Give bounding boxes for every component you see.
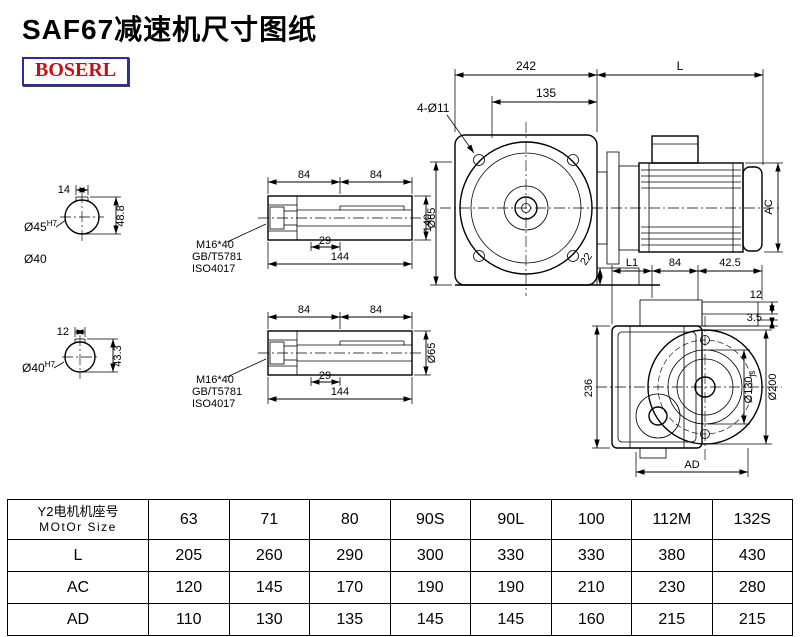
table-cell: 215: [631, 603, 713, 636]
motor-size-label-cn: Y2电机机座号: [37, 504, 119, 520]
table-cell: 160: [550, 603, 632, 636]
brand-logo: BOSERL: [22, 57, 130, 86]
table-cell: 145: [389, 603, 471, 636]
table-cell: 90L: [470, 499, 552, 540]
table-cell: 330: [550, 539, 632, 572]
table-cell: 280: [711, 571, 793, 604]
table-cell: 230: [631, 571, 713, 604]
dim-L: L: [677, 59, 684, 73]
fan-cover: [742, 166, 763, 252]
table-cell: 132S: [711, 499, 793, 540]
dim-seg2-1: 84: [370, 169, 382, 181]
motor-fins: [641, 169, 741, 246]
table-cell: 380: [631, 539, 713, 572]
page-title: SAF67减速机尺寸图纸: [22, 14, 318, 45]
thread-callout-1: M16*40: [196, 239, 234, 251]
standard2-callout-2: ISO4017: [192, 398, 235, 410]
table-row-AD: AD 110 130 135 145 145 160 215 215: [7, 603, 793, 636]
dimension-table: Y2电机机座号 MOtOr Size 63 71 80 90S 90L 100 …: [7, 499, 793, 636]
terminal-box: [651, 135, 699, 164]
table-cell: 135: [309, 603, 391, 636]
front-view-dimensions: 242 L 135 4-Ø11 140 22 AC: [417, 59, 783, 286]
side-view: L1 84 42.5 12 3.5 236 Ø130: [583, 257, 782, 477]
table-cell: 290: [309, 539, 391, 572]
dim-236: 236: [583, 379, 595, 397]
table-cell: 215: [711, 603, 793, 636]
dim-dia-2: Ø65: [426, 343, 438, 364]
dim-seg2-2: 84: [370, 304, 382, 316]
front-view: 242 L 135 4-Ø11 140 22 AC: [417, 59, 783, 296]
dim-key-len-1: 29: [319, 235, 331, 247]
table-cell: 71: [228, 499, 310, 540]
table-cell: 112M: [631, 499, 713, 540]
dim-total-2: 144: [331, 386, 349, 398]
table-cell: 190: [470, 571, 552, 604]
table-cell: 210: [550, 571, 632, 604]
standard1-callout-1: GB/T5781: [192, 251, 242, 263]
table-cell: 260: [228, 539, 310, 572]
dim-seg1-1: 84: [298, 169, 310, 181]
table-cell: 100: [550, 499, 632, 540]
dim-dia-1: Ø65: [426, 208, 438, 229]
dim-22: 22: [578, 251, 595, 268]
dim-42-5: 42.5: [719, 257, 740, 269]
shaft-end-view-2: 12 43.3 Ø40H7: [22, 326, 124, 379]
dim-key-len-2: 29: [319, 370, 331, 382]
dim-key-width-2: 12: [57, 326, 69, 338]
table-cell: 430: [711, 539, 793, 572]
row-label: AD: [7, 603, 149, 636]
shaft-end-view-1: 14 48.8 Ø45H7: [24, 184, 127, 241]
table-cell: 130: [228, 603, 310, 636]
table-row-L: L 205 260 290 300 330 330 380 430: [7, 539, 793, 572]
dim-seg1-2: 84: [298, 304, 310, 316]
table-cell: 145: [228, 571, 310, 604]
dim-total-1: 144: [331, 251, 349, 263]
standard1-callout-2: GB/T5781: [192, 386, 242, 398]
table-cell: 90S: [389, 499, 471, 540]
dim-flange-spigot: Ø130js: [743, 371, 757, 404]
table-cell: 120: [148, 571, 230, 604]
label-shaft-dia-mid: Ø40: [24, 252, 47, 266]
table-cell: 110: [148, 603, 230, 636]
standard2-callout-1: ISO4017: [192, 263, 235, 275]
table-row-AC: AC 120 145 170 190 190 210 230 280: [7, 571, 793, 604]
thread-callout-2: M16*40: [196, 374, 234, 386]
table-cell: 80: [309, 499, 391, 540]
motor-size-label-en: MOtOr Size: [39, 520, 117, 535]
shaft-section-view-1: 84 84 29 144 Ø65 M16*40 GB/T5781 ISO4017: [192, 169, 438, 275]
label-bore-dia-1: Ø45H7: [24, 219, 57, 234]
table-cell: 330: [470, 539, 552, 572]
dim-key-width-1: 14: [58, 184, 70, 196]
output-flange: [596, 316, 782, 462]
dim-key-depth-1: 48.8: [115, 205, 127, 226]
motor-body: [638, 135, 763, 253]
shaft-section-view-2: 84 84 29 144 Ø65 M16*40 GB/T5781 ISO4017: [192, 304, 438, 410]
table-cell: 170: [309, 571, 391, 604]
dim-AC: AC: [763, 199, 775, 214]
dim-242: 242: [516, 59, 536, 73]
dim-84: 84: [669, 257, 681, 269]
row-label: AC: [7, 571, 149, 604]
technical-drawing: 242 L 135 4-Ø11 140 22 AC: [22, 59, 783, 477]
dim-key-depth-2: 43.3: [112, 345, 124, 366]
holes-callout: 4-Ø11: [417, 101, 450, 115]
dim-AD: AD: [684, 459, 699, 471]
dim-L1: L1: [626, 257, 638, 269]
table-cell: 190: [389, 571, 471, 604]
dim-3-5: 3.5: [747, 312, 762, 324]
side-view-dimensions: L1 84 42.5 12 3.5 236 Ø130: [583, 257, 779, 477]
table-cell: 63: [148, 499, 230, 540]
label-bore-dia-2: Ø40H7: [22, 360, 55, 375]
dim-flange-od: Ø200: [767, 374, 779, 401]
table-cell: 300: [389, 539, 471, 572]
dim-12: 12: [750, 289, 762, 301]
motor-size-header: Y2电机机座号 MOtOr Size: [7, 499, 149, 540]
table-header-row: Y2电机机座号 MOtOr Size 63 71 80 90S 90L 100 …: [7, 499, 793, 540]
table-cell: 205: [148, 539, 230, 572]
row-label: L: [7, 539, 149, 572]
dim-135: 135: [536, 86, 556, 100]
gearbox-housing-outline: [440, 122, 780, 296]
table-cell: 145: [470, 603, 552, 636]
